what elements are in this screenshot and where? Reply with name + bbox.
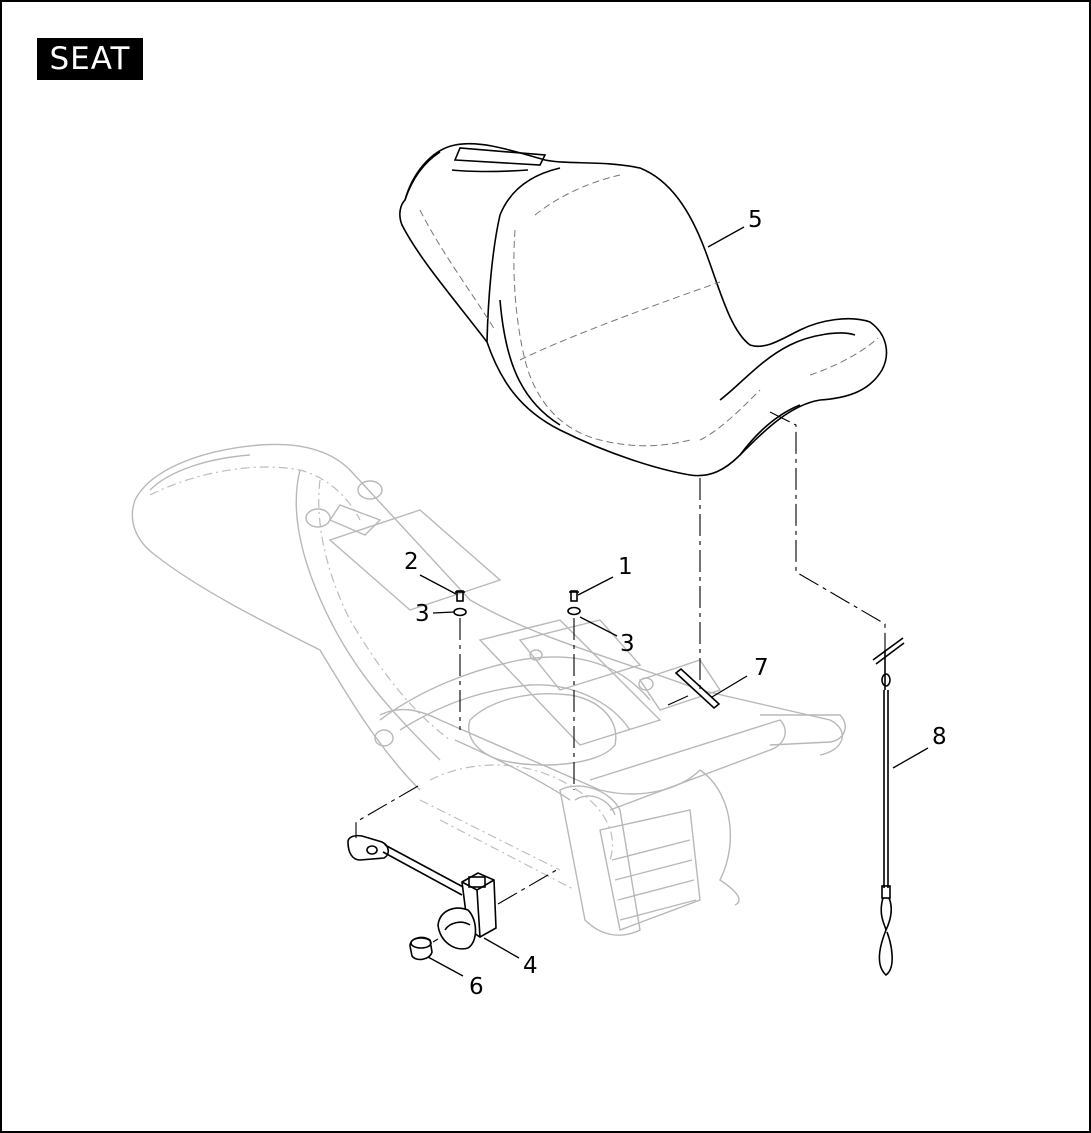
- callout-5: 5: [748, 207, 763, 233]
- callout-1: 1: [618, 554, 633, 580]
- callout-7: 7: [754, 655, 769, 681]
- screw-part-1: [569, 590, 579, 602]
- latch-assembly-part-4: [347, 834, 497, 950]
- alignment-lines: [355, 411, 886, 943]
- lanyard-cable-part-8: [872, 637, 905, 977]
- callout-3-left: 3: [415, 601, 430, 627]
- seat-part-5: [399, 142, 888, 477]
- strap-part-7: [674, 667, 721, 710]
- callout-6: 6: [469, 974, 484, 1000]
- washer-part-3-right: [567, 606, 581, 616]
- callout-8: 8: [932, 724, 947, 750]
- page-title: SEAT: [37, 38, 143, 80]
- rear-fender-frame: [131, 443, 846, 936]
- callout-4: 4: [523, 953, 538, 979]
- cap-part-6: [409, 936, 433, 961]
- screw-part-2: [455, 590, 465, 602]
- leader-lines: [419, 226, 929, 977]
- callout-2: 2: [404, 549, 419, 575]
- callout-3-right: 3: [620, 631, 635, 657]
- washer-part-3-left: [453, 607, 467, 617]
